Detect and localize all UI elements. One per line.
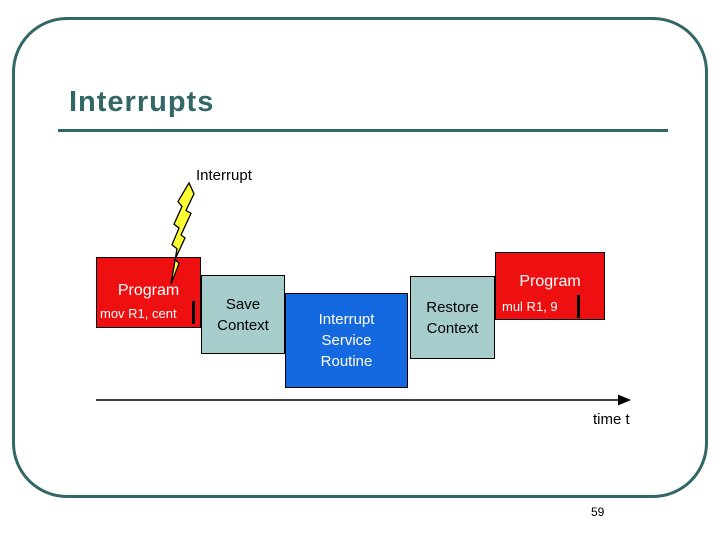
restore-context-box: Restore Context: [410, 276, 495, 359]
time-axis-label: time t: [593, 411, 630, 428]
lightning-bolt-icon: [170, 181, 195, 285]
restore-context-label: Restore Context: [426, 297, 479, 339]
isr-label: Interrupt Service Routine: [319, 309, 375, 372]
program-instruction: mov R1, cent: [100, 306, 177, 321]
save-context-box: Save Context: [201, 275, 285, 354]
slide-border-frame: [12, 17, 708, 498]
interrupt-service-routine-box: Interrupt Service Routine: [285, 293, 408, 388]
execution-marker: [577, 295, 580, 318]
program-box-title: Program: [519, 273, 581, 290]
restore-context-line1: Restore: [426, 298, 479, 316]
save-context-label: Save Context: [217, 294, 269, 336]
isr-line2: Service: [321, 332, 372, 349]
program-box-title: Program: [117, 282, 180, 299]
isr-line1: Interrupt: [318, 311, 375, 328]
program-instruction: mul R1, 9: [502, 299, 558, 314]
slide-page-number: 59: [591, 505, 605, 519]
title-underline: [58, 129, 668, 132]
time-axis-arrow: [96, 394, 631, 406]
program-box-after-interrupt: Program mul R1, 9: [495, 252, 605, 320]
program-box-before-interrupt: Program mov R1, cent: [96, 257, 201, 328]
interrupt-callout-label: Interrupt: [196, 167, 252, 184]
execution-marker: [192, 301, 195, 324]
save-context-line1: Save: [225, 295, 261, 313]
page-title: Interrupts: [69, 86, 215, 118]
save-context-line2: Context: [217, 316, 269, 334]
isr-line3: Routine: [320, 353, 373, 370]
restore-context-line2: Context: [426, 319, 479, 337]
